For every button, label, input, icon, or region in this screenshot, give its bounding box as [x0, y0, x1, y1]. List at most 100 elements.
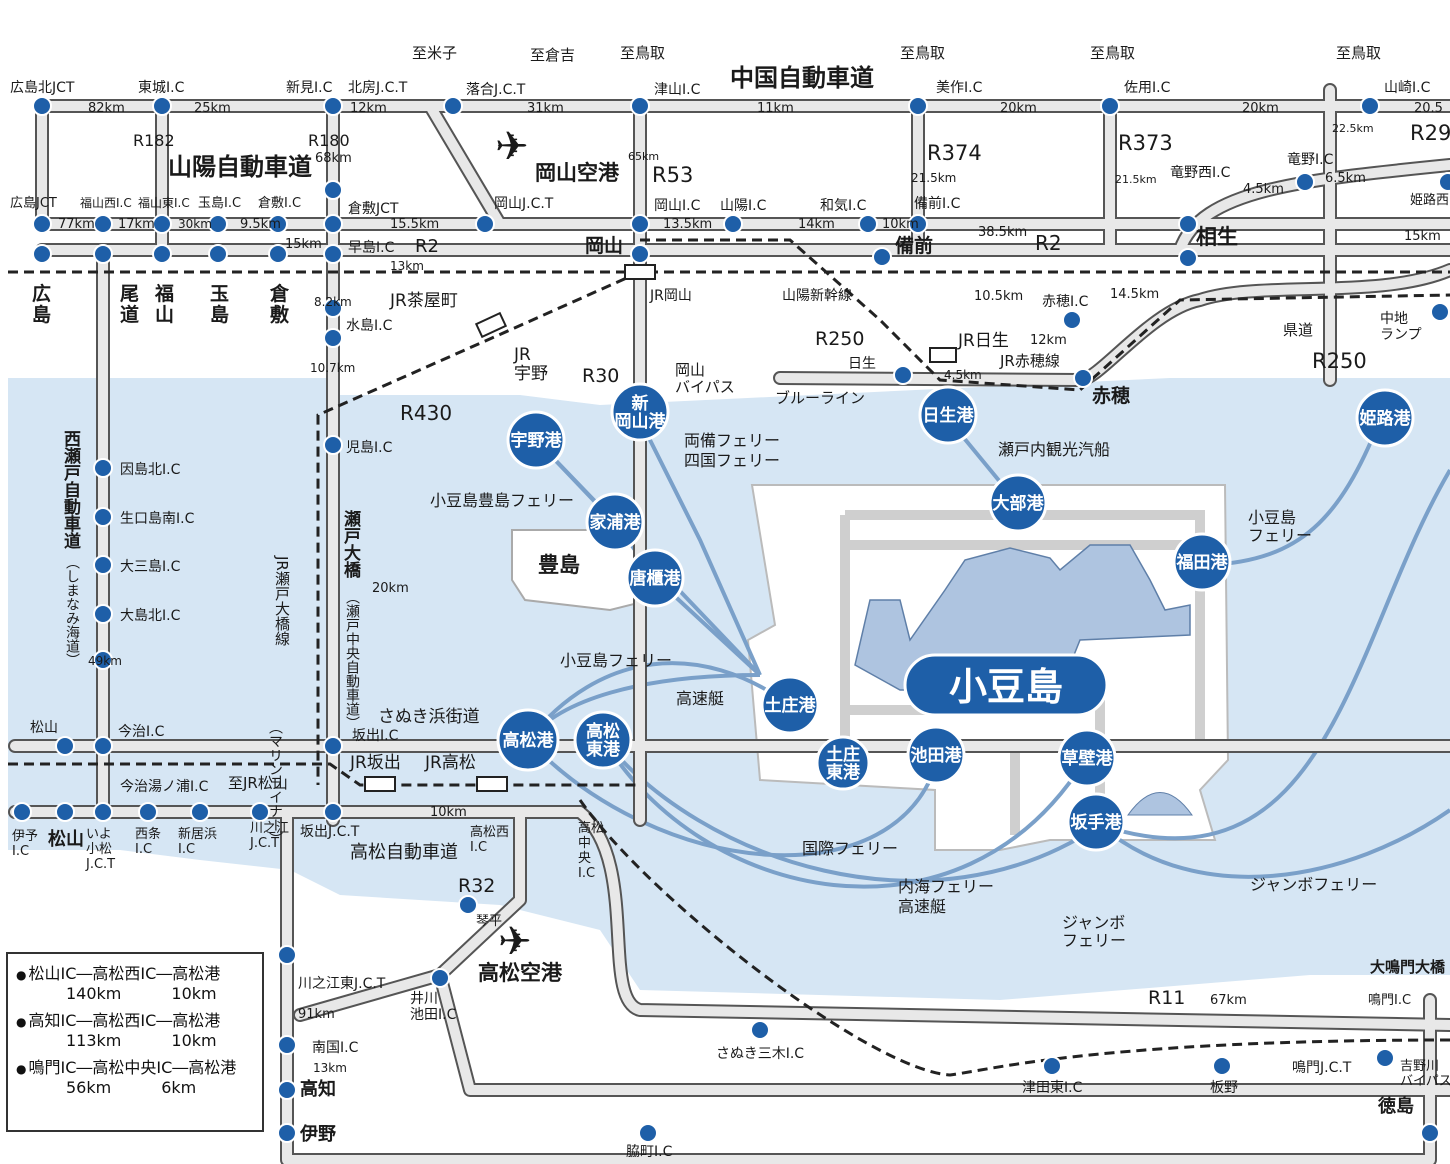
- port-label: 高松: [586, 721, 620, 742]
- ic-dot: [1375, 1048, 1395, 1068]
- map-label: 島: [32, 303, 51, 326]
- map-label: 82km: [88, 101, 125, 116]
- ic-dot: [93, 555, 113, 575]
- map-label: 鳴門J.C.T: [1292, 1060, 1352, 1076]
- map-label: ブルーライン: [775, 389, 865, 407]
- map-label: 至鳥取: [900, 44, 945, 62]
- ic-dot: [268, 214, 288, 234]
- map-label: JR赤穂線: [999, 352, 1060, 370]
- map-label: 30km: [178, 217, 212, 231]
- map-label: 広: [32, 282, 51, 305]
- ic-dot: [1062, 310, 1082, 330]
- ic-dot: [152, 96, 172, 116]
- svg-text:小豆島: 小豆島: [949, 665, 1063, 709]
- port-label: 東港: [586, 739, 621, 760]
- map-label: 9.5km: [240, 217, 281, 232]
- port-iyeura: 家浦港: [585, 492, 645, 552]
- ic-dot: [1178, 248, 1198, 268]
- map-label: JR坂出: [349, 753, 401, 773]
- small-island: [1127, 792, 1193, 816]
- map-label: 11km: [757, 101, 794, 116]
- map-label: （しまなみ海道）: [64, 555, 80, 667]
- map-label: 13km: [390, 259, 424, 273]
- map-label: 14km: [798, 217, 835, 232]
- legend-distance-2: 10km: [171, 984, 217, 1003]
- ic-dot: [893, 365, 913, 385]
- map-label: 岡山空港: [535, 161, 620, 185]
- port-label: 唐櫃港: [630, 568, 682, 589]
- map-label: 91km: [298, 1007, 335, 1022]
- map-label: 瀬戸内観光汽船: [998, 440, 1110, 459]
- map-label: 西条: [135, 826, 161, 842]
- map-label: 22.5km: [1332, 122, 1374, 135]
- map-label: 和気I.C: [820, 198, 867, 214]
- map-label: 岡山I.C: [654, 198, 701, 214]
- map-label: I.C: [578, 866, 595, 881]
- map-label: 山陽I.C: [720, 198, 767, 214]
- map-label: 両備フェリー: [684, 431, 780, 450]
- map-label: 大島北I.C: [120, 608, 181, 624]
- port-label: 福田港: [1176, 552, 1229, 573]
- map-label: I.C: [12, 844, 29, 859]
- map-label: 中: [578, 836, 591, 851]
- ic-dot: [323, 802, 343, 822]
- map-label: 25km: [194, 101, 231, 116]
- map-label: 至JR松山: [228, 774, 288, 792]
- ic-dot: [908, 96, 928, 116]
- map-label: 広島JCT: [10, 196, 57, 211]
- map-label: 津田東I.C: [1022, 1080, 1083, 1096]
- map-label: 67km: [1210, 993, 1247, 1008]
- map-label: 児島I.C: [346, 440, 393, 456]
- ic-dot: [93, 458, 113, 478]
- map-label: 川之江東J.C.T: [298, 976, 386, 992]
- map-label: 南国I.C: [312, 1040, 359, 1056]
- map-label: I.C: [135, 842, 152, 857]
- ic-dot: [323, 214, 343, 234]
- ic-dot: [152, 214, 172, 234]
- map-label: R53: [652, 163, 693, 187]
- port-label: 池田港: [911, 745, 963, 766]
- map-label: R29: [1410, 121, 1450, 145]
- ic-dot: [1042, 1056, 1062, 1076]
- port-label: 家浦港: [590, 512, 642, 533]
- map-label: 山: [155, 304, 174, 326]
- ic-dot: [1178, 214, 1198, 234]
- map-label: 31km: [527, 101, 564, 116]
- map-label: R374: [927, 141, 982, 165]
- map-label: さぬき三木I.C: [716, 1046, 804, 1062]
- ic-dot: [323, 736, 343, 756]
- map-label: 至米子: [412, 44, 457, 62]
- ic-dot: [32, 244, 52, 264]
- ic-dot: [277, 945, 297, 965]
- map-label: 高知: [300, 1078, 336, 1100]
- ic-dot: [93, 736, 113, 756]
- map-label: ランプ: [1380, 327, 1422, 343]
- map-label: 西瀬戸自動車道: [60, 430, 81, 549]
- map-label: 倉敷I.C: [258, 196, 301, 211]
- map-label: 15km: [285, 237, 322, 252]
- ic-dot: [630, 96, 650, 116]
- map-label: （瀬戸中央自動車道）: [344, 590, 360, 730]
- map-label: 岡山: [675, 361, 705, 379]
- airplane-icon: ✈: [498, 919, 532, 965]
- map-label: 大三島I.C: [120, 559, 181, 575]
- port-hinase: 日生港: [918, 385, 978, 445]
- ic-dot: [93, 214, 113, 234]
- map-label: 10km: [882, 217, 919, 232]
- map-label: 尾: [120, 283, 139, 305]
- map-label: 赤穂: [1092, 384, 1130, 407]
- ports: 宇野港新岡山港日生港姫路港家浦港唐櫃港大部港福田港土庄港土庄東港池田港草壁港坂手…: [496, 382, 1415, 852]
- map-label: 至倉吉: [530, 46, 575, 64]
- map-label: 落合J.C.T: [466, 82, 526, 98]
- ic-dot: [208, 244, 228, 264]
- port-uno: 宇野港: [506, 410, 566, 470]
- map-label: R250: [1312, 349, 1367, 373]
- map-label: 玉: [210, 283, 229, 305]
- ic-dot: [277, 1035, 297, 1055]
- map-label: バイパス: [1400, 1074, 1450, 1089]
- ic-dot: [323, 435, 343, 455]
- map-label: 道: [120, 303, 139, 326]
